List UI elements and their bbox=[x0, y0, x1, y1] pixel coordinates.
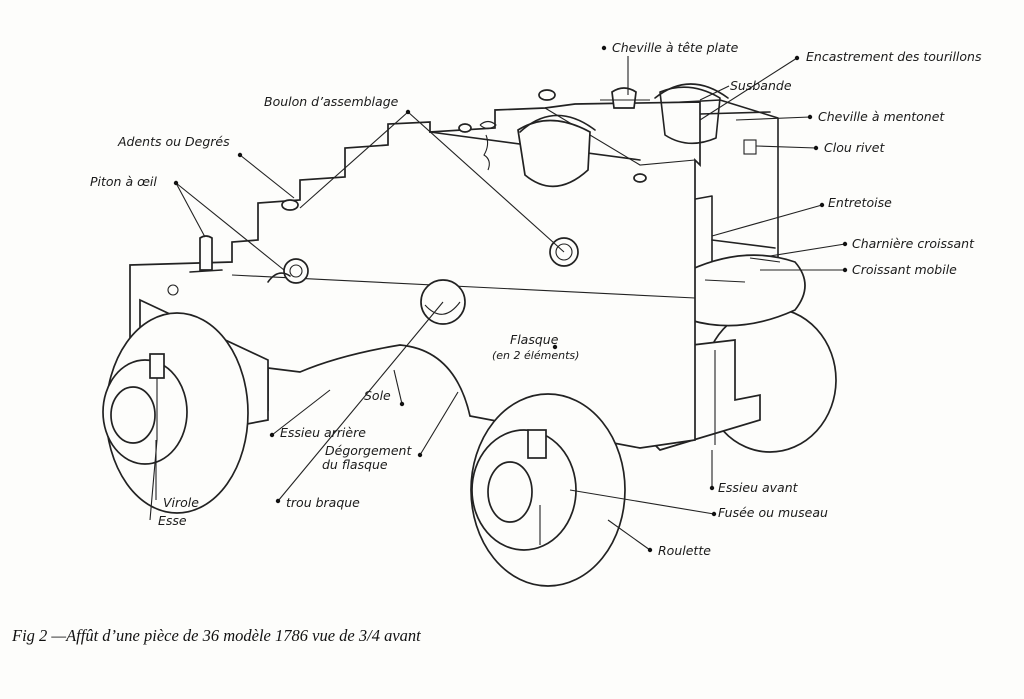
label-degorgement-1: Dégorgement bbox=[325, 443, 412, 458]
trunnion-recess bbox=[517, 83, 729, 188]
label-sole: Sole bbox=[364, 388, 391, 403]
label-charniere: Charnière croissant bbox=[852, 236, 975, 251]
bolts bbox=[167, 89, 647, 296]
label-cheville-mentonet: Cheville à mentonet bbox=[818, 109, 945, 124]
label-boulon: Boulon d’assemblage bbox=[264, 94, 399, 109]
labels: Cheville à tête plate Encastrement des t… bbox=[90, 40, 982, 558]
near-wheel-rear bbox=[102, 312, 249, 514]
leader-lines bbox=[149, 45, 848, 553]
figure-caption: Fig 2 —Affût d’une pièce de 36 modèle 17… bbox=[12, 626, 421, 645]
label-susbande: Susbande bbox=[730, 78, 792, 93]
label-croissant-mobile: Croissant mobile bbox=[852, 262, 957, 277]
label-essieu-arriere: Essieu arrière bbox=[280, 425, 366, 440]
label-flasque: Flasque bbox=[510, 332, 559, 347]
label-piton: Piton à œil bbox=[90, 174, 157, 189]
label-degorgement-2: du flasque bbox=[322, 457, 388, 472]
near-wheel-front bbox=[470, 393, 626, 587]
label-roulette: Roulette bbox=[658, 543, 711, 558]
label-entretoise: Entretoise bbox=[828, 195, 892, 210]
label-encastrement: Encastrement des tourillons bbox=[806, 49, 982, 64]
label-fusee: Fusée ou museau bbox=[718, 505, 828, 520]
label-clou-rivet: Clou rivet bbox=[824, 140, 885, 155]
label-essieu-avant: Essieu avant bbox=[718, 480, 799, 495]
label-adents: Adents ou Degrés bbox=[117, 134, 230, 149]
label-flasque-sub: (en 2 éléments) bbox=[492, 349, 579, 362]
label-cheville-tete-plate: Cheville à tête plate bbox=[612, 40, 739, 55]
piton-eye-bolt bbox=[189, 235, 291, 283]
label-esse: Esse bbox=[158, 513, 187, 528]
label-virole: Virole bbox=[163, 495, 199, 510]
label-trou-braque: trou braque bbox=[286, 495, 360, 510]
croissant-mobile bbox=[689, 254, 806, 327]
